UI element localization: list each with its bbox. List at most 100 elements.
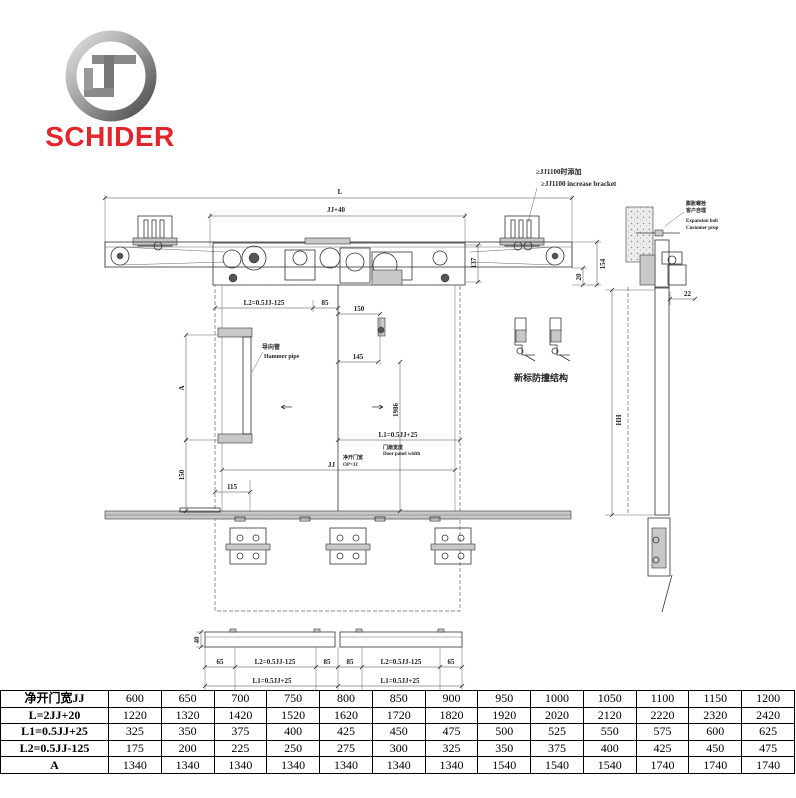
dim-overall-label: L (338, 188, 343, 196)
dim-tick (335, 683, 341, 689)
table-cell: 2020 (530, 706, 584, 725)
row-label: A (0, 756, 109, 774)
hammer-pipe-top-bracket (217, 327, 253, 338)
table-cell: 600 (688, 723, 743, 741)
drawing-geometry (102, 187, 698, 690)
table-cell: 2320 (688, 706, 743, 725)
hammer-pipe-leader (251, 351, 264, 373)
dim-tick (397, 359, 403, 365)
table-cell: 1720 (371, 706, 426, 725)
door-opening-outline (214, 284, 461, 513)
anti-collision-roller (551, 347, 559, 355)
sill-bracket-bolt (441, 534, 449, 542)
table-cell: 800 (319, 690, 373, 708)
table-cell: 1340 (213, 756, 268, 774)
sill-bracket-bolt (457, 534, 465, 542)
hanger-roller (153, 241, 163, 251)
dim-tick (594, 282, 600, 288)
table-cell: 650 (160, 690, 215, 708)
dim-tick (335, 437, 341, 443)
dim-150-top-label: 150 (354, 305, 365, 313)
drive-wheel (292, 250, 308, 266)
side-sill-bolt (652, 536, 660, 544)
dim-1986-label: 1986 (392, 403, 400, 418)
dim-tick (609, 287, 615, 293)
bracket-slot (510, 219, 516, 239)
dim-tick (594, 239, 600, 245)
customer-prep-cn: 客户自理 (685, 207, 706, 214)
pit-outline (214, 518, 461, 612)
logo-left-bar (84, 68, 93, 90)
dim-tick (198, 644, 204, 650)
sill-dim-l2-right: L2=0.5JJ-125 (381, 658, 422, 666)
dim-tick (580, 265, 586, 271)
table-cell: 1740 (635, 756, 690, 774)
hammer-pipe-label-en: Hammer pipe (264, 354, 300, 360)
sill-notch (437, 628, 445, 633)
table-cell: 1320 (160, 706, 215, 725)
dim-tick (313, 664, 319, 670)
dim-tick (375, 359, 381, 365)
bracket-leader-line (527, 187, 538, 223)
sill-bracket-bolt (336, 552, 344, 560)
sill-notch (313, 628, 321, 633)
table-cell: 450 (371, 723, 426, 741)
table-cell: 375 (530, 739, 584, 758)
table-cell: 1520 (266, 706, 321, 725)
table-cell: 400 (582, 739, 637, 758)
hanger-plate (284, 249, 316, 281)
dim-tick (692, 296, 698, 302)
side-sill-bolt (652, 556, 660, 564)
sill-bracket-bolt (252, 534, 260, 542)
dim-tick (609, 512, 615, 518)
motor (222, 249, 242, 269)
table-cell: 200 (160, 739, 215, 758)
sill-bracket-bolt (352, 534, 360, 542)
table-cell: 1540 (477, 756, 532, 774)
table-cell: 475 (741, 739, 795, 758)
side-hanger-roller (667, 255, 677, 265)
side-sill-hanger (647, 517, 671, 577)
dim-115-label: 115 (227, 483, 238, 491)
side-hanger-part (667, 264, 687, 286)
dim-tick (202, 683, 208, 689)
dim-tick (202, 664, 208, 670)
table-cell: 1920 (477, 706, 532, 725)
dim-l2-top-label: L2=0.5JJ-125 (244, 299, 285, 307)
sill-block (179, 507, 221, 513)
side-sill-hanger-plate (651, 527, 667, 569)
table-cell: 1740 (741, 756, 795, 774)
table-cell: 750 (266, 690, 321, 708)
table-cell: 700 (213, 690, 268, 708)
dim-tick (212, 305, 218, 311)
anti-collision-block (550, 329, 562, 343)
table-cell: 475 (424, 723, 479, 741)
dim-rail-label: JJ+40 (327, 206, 345, 214)
dim-tick (580, 282, 586, 288)
dim-tick (183, 508, 189, 514)
sill-bracket-bolt (236, 552, 244, 560)
dim-tick (102, 195, 108, 201)
sill-bracket-bolt (252, 552, 260, 560)
sill-dim-65-left: 65 (217, 658, 225, 666)
door-operator-drawing: SCHIDER ≥JJ1100时添加 ≥JJ1100 increase brac… (45, 30, 719, 690)
sill-notch (229, 628, 237, 633)
side-hanger-part (661, 251, 683, 265)
dim-l1-label: L1=0.5JJ+25 (379, 431, 418, 439)
side-hanger-block (639, 254, 656, 286)
table-cell: 1540 (530, 756, 584, 774)
dim-85-top-label: 85 (322, 299, 330, 307)
hanger-bolt (440, 273, 450, 283)
anti-collision-arm (559, 354, 571, 362)
dim-tick (462, 213, 468, 219)
bracket-slot (159, 219, 165, 239)
bracket-slot (526, 219, 532, 239)
row-label: L1=0.5JJ+25 (0, 723, 109, 741)
table-cell: 1420 (213, 706, 268, 725)
door-panel-width-cn: 门扇宽度 (383, 444, 404, 451)
dim-tick (219, 467, 225, 473)
table-cell: 1340 (319, 756, 373, 774)
